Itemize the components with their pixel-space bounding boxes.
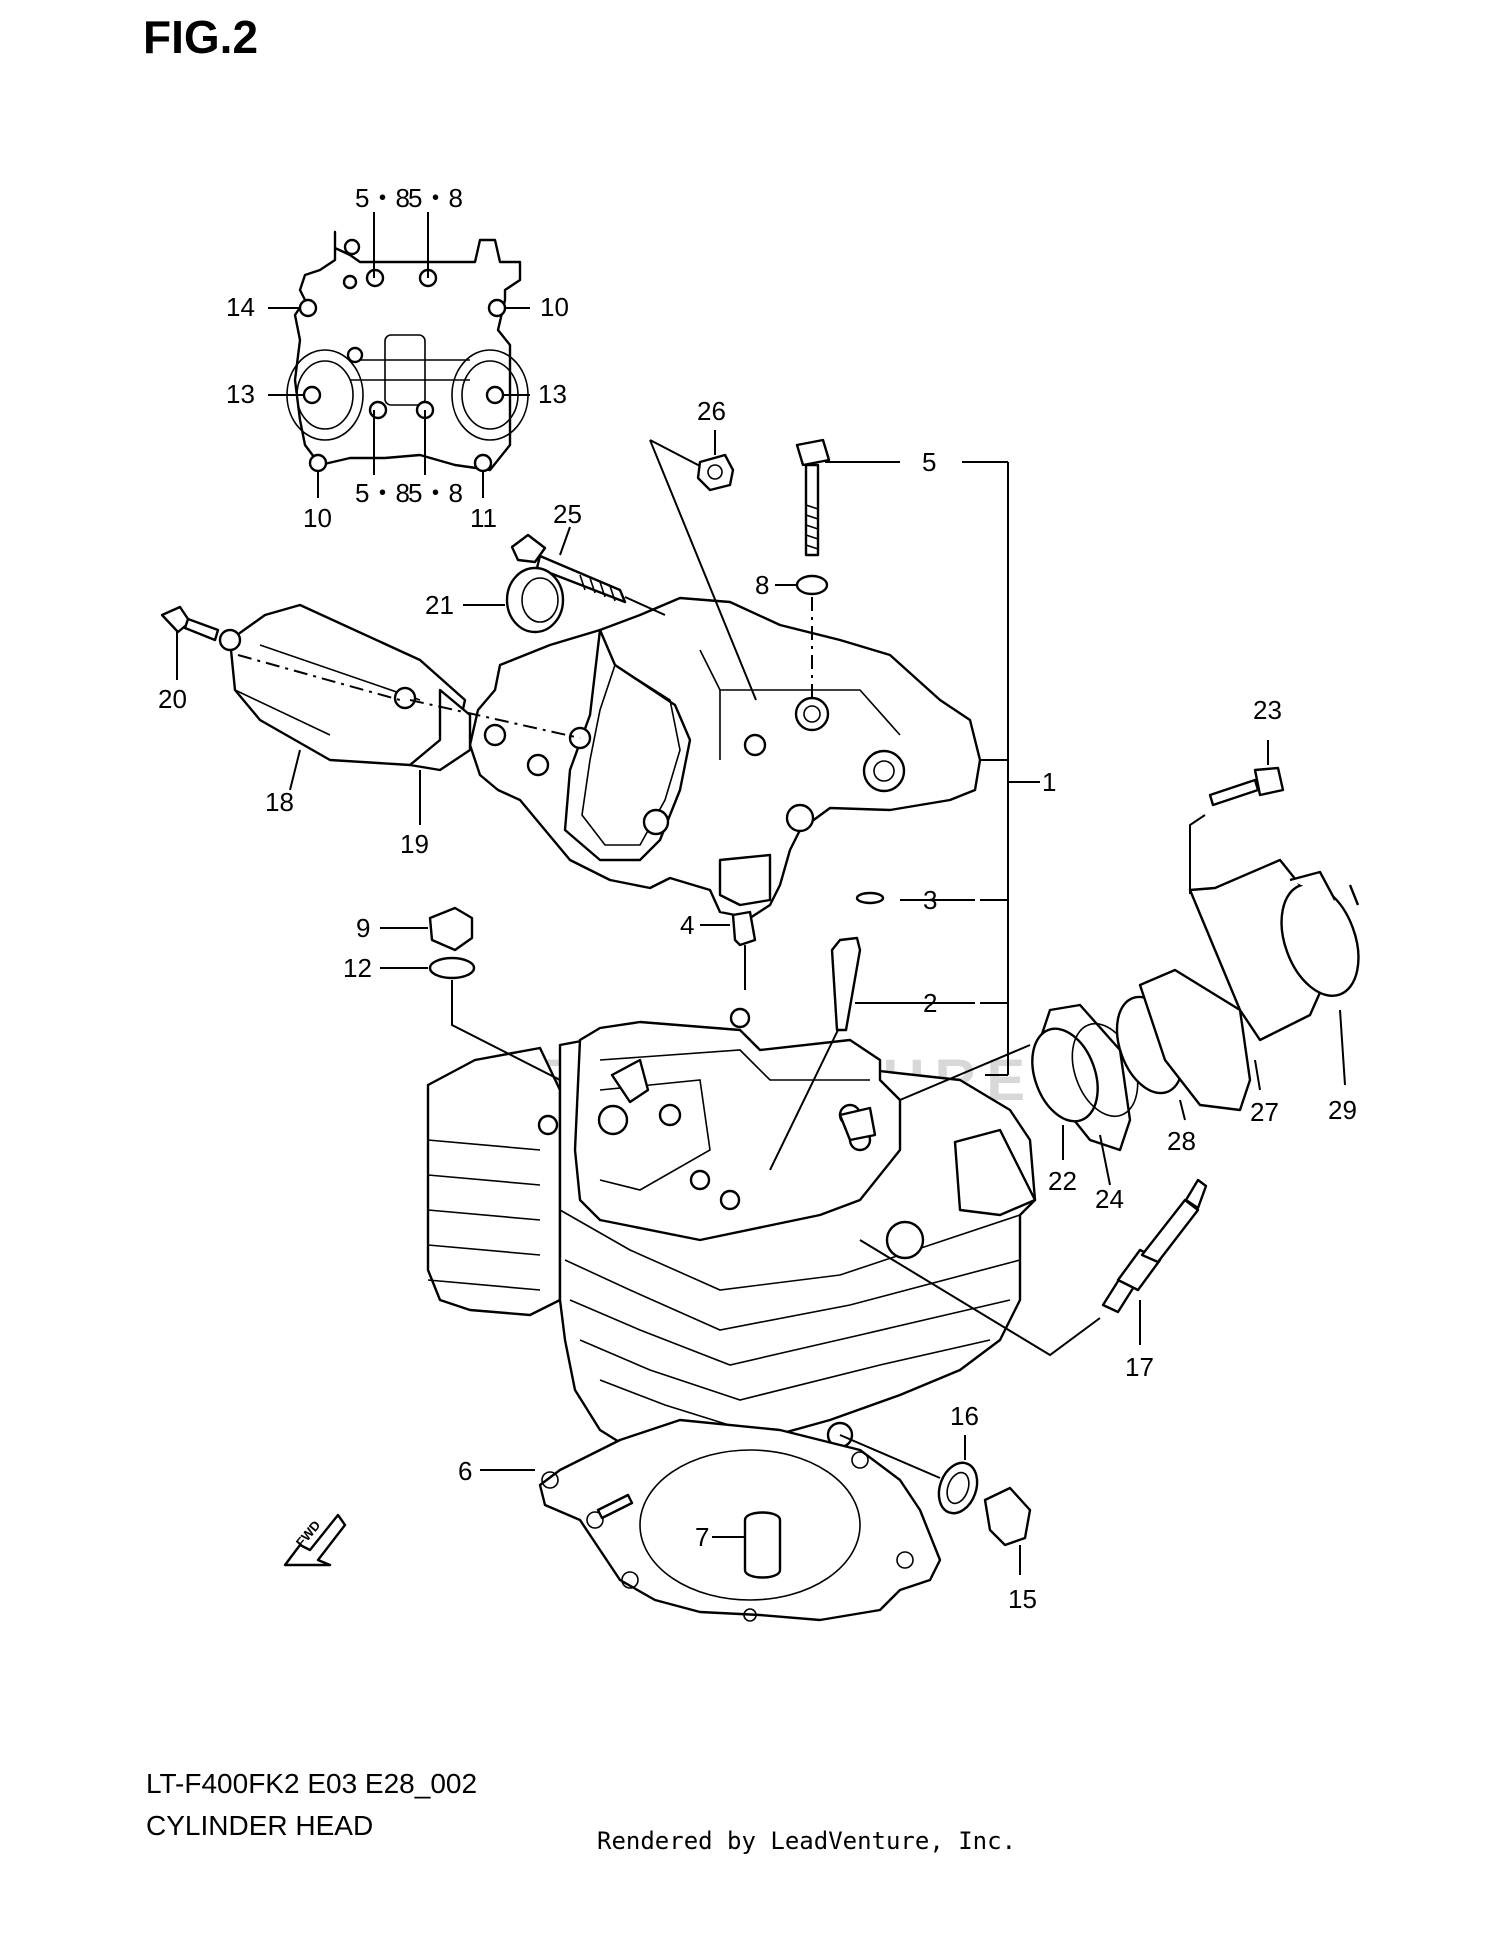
render-credit: Rendered by LeadVenture, Inc. xyxy=(597,1827,1017,1855)
part-9-nut xyxy=(428,906,474,952)
part-15-plug xyxy=(983,1486,1032,1547)
part-20-bolt xyxy=(160,605,220,642)
callout-27: 27 xyxy=(1250,1097,1279,1127)
callout-5: 5 xyxy=(922,447,936,477)
part-5-bolt xyxy=(795,438,831,557)
callout-20: 20 xyxy=(158,684,187,714)
callout-7: 7 xyxy=(695,1522,709,1552)
part-23-bolt xyxy=(1208,766,1285,807)
callout-inset-top-right: 5・8 xyxy=(408,183,463,213)
callout-inset-left-lower: 10 xyxy=(303,503,332,533)
callout-29: 29 xyxy=(1328,1095,1357,1125)
callout-inset-left-upper: 14 xyxy=(226,292,255,322)
callout-17: 17 xyxy=(1125,1352,1154,1382)
callout-16: 16 xyxy=(950,1401,979,1431)
part-17-spark-plug xyxy=(1101,1178,1208,1314)
figure-title: FIG.2 xyxy=(143,11,259,63)
section-name: CYLINDER HEAD xyxy=(146,1810,374,1841)
part-7-dowel xyxy=(743,1511,782,1579)
part-12-washer xyxy=(428,956,476,980)
fwd-arrow-icon: FWD xyxy=(283,1513,347,1567)
callout-inset-right-upper: 10 xyxy=(540,292,569,322)
part-4-dowel xyxy=(731,910,757,947)
callout-15: 15 xyxy=(1008,1584,1037,1614)
callout-12: 12 xyxy=(343,953,372,983)
callout-22: 22 xyxy=(1048,1166,1077,1196)
callout-inset-top-left: 5・8 xyxy=(355,183,410,213)
callout-18: 18 xyxy=(265,787,294,817)
callout-23: 23 xyxy=(1253,695,1282,725)
part-16-washer xyxy=(937,1461,979,1515)
callout-3: 3 xyxy=(923,885,937,915)
intake-assembly xyxy=(1031,858,1360,1152)
callout-8: 8 xyxy=(755,570,769,600)
callout-1: 1 xyxy=(1042,767,1056,797)
callout-2: 2 xyxy=(923,988,937,1018)
callout-26: 26 xyxy=(697,396,726,426)
part-3-circlip xyxy=(855,891,885,905)
callout-inset-left-mid: 13 xyxy=(226,379,255,409)
callout-4: 4 xyxy=(680,910,694,940)
model-code: LT-F400FK2 E03 E28_002 xyxy=(146,1768,478,1799)
part-6-gasket xyxy=(538,1418,942,1622)
callout-28: 28 xyxy=(1167,1126,1196,1156)
callout-inset-right-mid: 13 xyxy=(538,379,567,409)
part-19-gasket xyxy=(408,688,472,772)
part-21-seal xyxy=(505,566,565,634)
callout-6: 6 xyxy=(458,1456,472,1486)
bolt-pattern-inset xyxy=(268,212,530,498)
part-26-nut xyxy=(696,453,735,492)
callout-inset-bottom-right: 5・8 xyxy=(408,478,463,508)
part-2-valve-guide xyxy=(830,936,862,1032)
cylinder-head-cover xyxy=(468,596,982,920)
assembly-bracket xyxy=(962,461,1040,1076)
callout-25: 25 xyxy=(553,499,582,529)
callout-19: 19 xyxy=(400,829,429,859)
callout-9: 9 xyxy=(356,913,370,943)
callout-24: 24 xyxy=(1095,1184,1124,1214)
callout-inset-bottom-left: 5・8 xyxy=(355,478,410,508)
part-8-washer xyxy=(795,574,829,596)
part-25-bolt xyxy=(510,533,627,604)
callout-21: 21 xyxy=(425,590,454,620)
cylinder-head xyxy=(426,1007,1037,1462)
callout-inset-right-lower: 11 xyxy=(470,503,497,533)
